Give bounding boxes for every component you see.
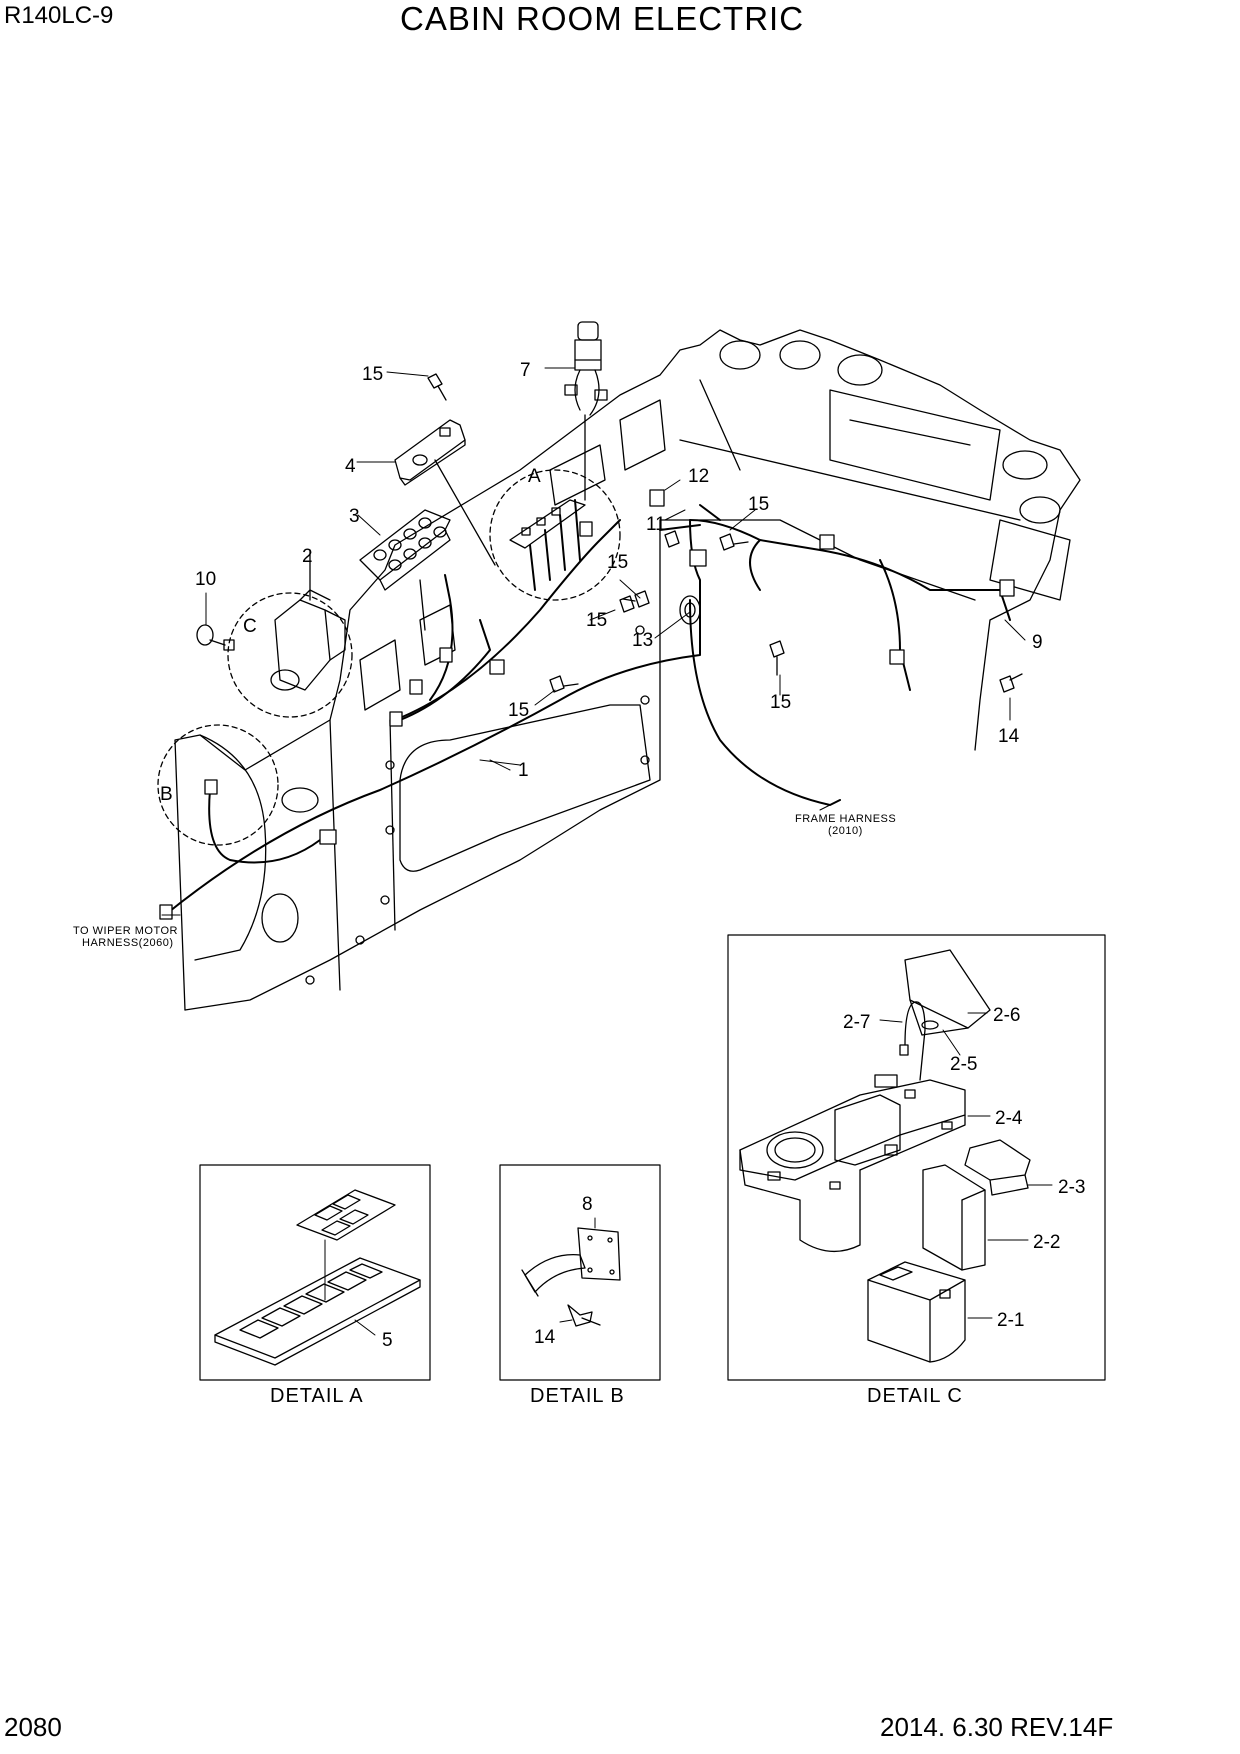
fitting-part bbox=[196, 624, 235, 651]
callout-9: 9 bbox=[1032, 632, 1043, 653]
callout-15: 15 bbox=[586, 610, 607, 631]
callout-2: 2 bbox=[302, 546, 313, 567]
detail-c-callout-2-1: 2-1 bbox=[997, 1310, 1024, 1331]
harness-notes: TO WIPER MOTOR HARNESS(2060) FRAME HARNE… bbox=[73, 813, 896, 949]
wiper-harness-note-line1: TO WIPER MOTOR bbox=[73, 925, 178, 937]
callout-4: 4 bbox=[345, 456, 356, 477]
detail-b-caption: DETAIL B bbox=[530, 1385, 625, 1407]
callout-12: 12 bbox=[688, 466, 709, 487]
detail-a-marker-circle bbox=[489, 469, 621, 601]
detail-a-caption: DETAIL A bbox=[270, 1385, 364, 1407]
detail-a-switch-strip bbox=[509, 499, 586, 549]
wire-harness bbox=[164, 499, 1011, 916]
leader-lines bbox=[161, 367, 1026, 916]
page-number: 2080 bbox=[4, 1712, 62, 1742]
page-title: CABIN ROOM ELECTRIC bbox=[400, 0, 805, 37]
detail-c-callout-2-7: 2-7 bbox=[843, 1012, 870, 1033]
callout-detail-c-marker: C bbox=[243, 616, 257, 637]
detail-a-callout-5: 5 bbox=[382, 1330, 393, 1351]
frame-harness-note-line2: (2010) bbox=[828, 825, 863, 837]
detail-c-callout-2-3: 2-3 bbox=[1058, 1177, 1085, 1198]
callout-7: 7 bbox=[520, 360, 531, 381]
callout-15: 15 bbox=[770, 692, 791, 713]
callout-15: 15 bbox=[607, 552, 628, 573]
revision-date: 2014. 6.30 REV.14F bbox=[880, 1712, 1114, 1742]
callout-15: 15 bbox=[748, 494, 769, 515]
detail-c-callout-2-5: 2-5 bbox=[950, 1054, 977, 1075]
grommet-part bbox=[679, 595, 701, 625]
callout-13: 13 bbox=[632, 630, 653, 651]
detail-c-callout-2-2: 2-2 bbox=[1033, 1232, 1060, 1253]
callout-15: 15 bbox=[508, 700, 529, 721]
detail-c-callout-2-6: 2-6 bbox=[993, 1005, 1020, 1026]
frame-harness-note-line1: FRAME HARNESS bbox=[795, 813, 896, 825]
detail-b-callout-14: 14 bbox=[534, 1327, 556, 1348]
wiper-harness-note-line2: HARNESS(2060) bbox=[82, 937, 173, 949]
callout-14: 14 bbox=[998, 726, 1020, 747]
detail-b-callout-8: 8 bbox=[582, 1194, 593, 1215]
callout-labels: 15 7 4 3 2 10 C A B 12 11 15 15 15 13 15… bbox=[160, 360, 1043, 805]
switch-panel-part bbox=[394, 419, 496, 566]
detail-a-box: 5 bbox=[199, 1164, 431, 1381]
callout-3: 3 bbox=[349, 506, 360, 527]
detail-b-box: 8 14 bbox=[499, 1164, 661, 1381]
callout-15: 15 bbox=[362, 364, 383, 385]
callout-11: 11 bbox=[646, 514, 666, 535]
cigar-lighter-part bbox=[564, 321, 608, 501]
detail-c-caption: DETAIL C bbox=[867, 1385, 963, 1407]
bolts bbox=[427, 373, 1023, 693]
callout-10: 10 bbox=[195, 569, 216, 590]
callout-detail-b-marker: B bbox=[160, 784, 173, 805]
rocker-switch-block-part bbox=[359, 509, 451, 631]
callout-1: 1 bbox=[518, 760, 529, 781]
detail-c-callout-2-4: 2-4 bbox=[995, 1108, 1023, 1129]
model-number: R140LC-9 bbox=[4, 2, 114, 29]
detail-c-box: 2-7 2-6 2-5 2-4 2-3 2-2 2-1 bbox=[727, 934, 1106, 1381]
callout-detail-a-marker: A bbox=[528, 466, 541, 487]
detail-b-marker-circle bbox=[157, 724, 279, 846]
